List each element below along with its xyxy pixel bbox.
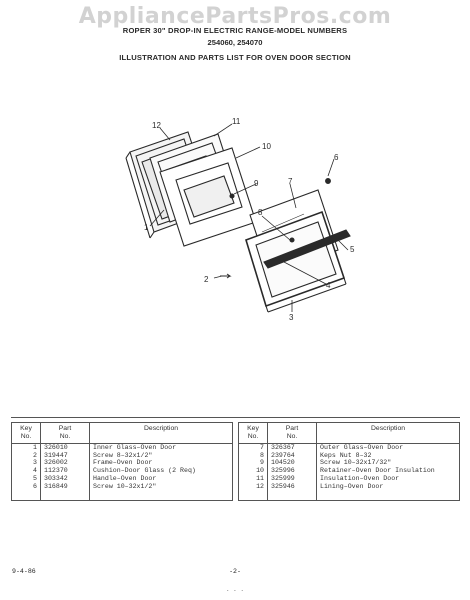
description-cell: Screw 10–32x17/32" — [316, 459, 460, 468]
part-header: Part No. — [40, 422, 90, 444]
key-cell: 11 — [238, 474, 268, 483]
watermark: AppliancePartsPros.com — [78, 4, 392, 29]
callout-5: 5 — [350, 245, 355, 254]
header-title: ROPER 30" DROP-IN ELECTRIC RANGE-MODEL N… — [122, 26, 348, 35]
page-number: -2- — [229, 568, 241, 575]
part-number-cell: 325996 — [267, 467, 317, 475]
part-number-cell: 326367 — [267, 443, 317, 452]
key-header: Key No. — [238, 422, 268, 444]
description-cell: Retainer–Oven Door Insulation — [316, 467, 460, 475]
header-model-numbers: 254060, 254070 — [207, 38, 263, 47]
part-number-cell: 239764 — [267, 451, 317, 460]
part-number-cell: 303342 — [40, 474, 90, 483]
part-number-cell: 326010 — [40, 443, 90, 452]
part-number-cell: 316849 — [40, 482, 90, 502]
door-frame-part — [245, 210, 347, 313]
description-cell: Handle–Oven Door — [89, 474, 233, 483]
part-number-cell: 319447 — [40, 451, 90, 460]
table-top-rule — [11, 417, 460, 418]
key-cell: 10 — [238, 467, 268, 475]
description-cell: Lining–Oven Door — [316, 482, 460, 502]
part-number-cell: 325999 — [267, 474, 317, 483]
description-cell: Keps Nut 8–32 — [316, 451, 460, 460]
callout-6: 6 — [334, 153, 339, 162]
part-number-cell: 325946 — [267, 482, 317, 502]
key-cell: 6 — [11, 482, 41, 502]
cushion-icon — [279, 255, 285, 261]
callout-7: 7 — [288, 177, 293, 186]
callout-8: 8 — [258, 208, 263, 217]
callout-4: 4 — [326, 281, 331, 290]
screw-icon — [229, 193, 235, 199]
description-cell: Cushion–Door Glass (2 Req) — [89, 467, 233, 475]
key-cell: 4 — [11, 467, 41, 475]
part-number-cell: 104520 — [267, 459, 317, 468]
description-header: Description — [316, 422, 460, 444]
callout-3: 3 — [289, 313, 294, 322]
key-cell: 1 — [11, 443, 41, 452]
header-subtitle: ILLUSTRATION AND PARTS LIST FOR OVEN DOO… — [119, 53, 351, 62]
key-cell: 7 — [238, 443, 268, 452]
key-cell: 9 — [238, 459, 268, 468]
exploded-diagram: 12 11 10 6 7 9 8 1 5 4 3 2 — [125, 117, 355, 322]
key-header: Key No. — [11, 422, 41, 444]
footer-dots: . . . — [225, 586, 244, 593]
key-cell: 8 — [238, 451, 268, 460]
key-cell: 5 — [11, 474, 41, 483]
callout-1: 1 — [144, 223, 149, 232]
description-cell: Screw 10–32x1/2" — [89, 482, 233, 502]
footer-date: 9-4-86 — [12, 568, 36, 575]
description-cell: Insulation–Oven Door — [316, 474, 460, 483]
handle-part — [263, 229, 351, 269]
callout-2: 2 — [204, 275, 209, 284]
description-cell: Outer Glass–Oven Door — [316, 443, 460, 452]
callout-12: 12 — [152, 121, 161, 130]
part-number-cell: 326002 — [40, 459, 90, 468]
key-cell: 2 — [11, 451, 41, 460]
part-number-cell: 112370 — [40, 467, 90, 475]
callout-11: 11 — [232, 117, 241, 126]
part-header: Part No. — [267, 422, 317, 444]
description-cell: Frame–Oven Door — [89, 459, 233, 468]
description-header: Description — [89, 422, 233, 444]
description-cell: Screw 8–32x1/2" — [89, 451, 233, 460]
key-cell: 3 — [11, 459, 41, 468]
callout-9: 9 — [254, 179, 259, 188]
description-cell: Inner Glass–Oven Door — [89, 443, 233, 452]
screw-icon — [325, 178, 331, 184]
callout-10: 10 — [262, 142, 271, 151]
nut-icon — [289, 237, 295, 243]
key-cell: 12 — [238, 482, 268, 502]
